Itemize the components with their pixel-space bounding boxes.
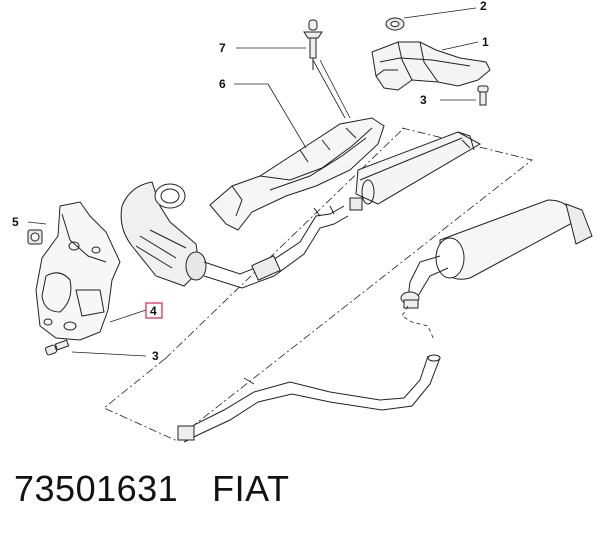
rear-muffler [407, 199, 593, 299]
part-number-caption: 73501631 FIAT [14, 468, 290, 510]
part-4-manifold-heat-shield [35, 201, 121, 341]
part-2-nut [385, 17, 405, 31]
assembly-frame-left [164, 127, 405, 360]
catalytic-converter [120, 181, 207, 287]
callout-3-upper: 3 [420, 93, 427, 107]
callout-2: 2 [480, 0, 487, 13]
callout-4: 4 [150, 304, 157, 318]
part-3-bolt-lower [44, 339, 70, 356]
part-1-heat-shield [371, 41, 491, 91]
callout-5: 5 [12, 215, 19, 229]
part-5-nut [27, 229, 43, 245]
rivet-guide-line [319, 59, 351, 119]
callout-4-highlight-box [145, 302, 163, 319]
leader-lines [27, 7, 479, 357]
rear-hanger-clamp [400, 291, 420, 309]
rear-guide-line [401, 305, 435, 341]
assembly-frame [103, 127, 533, 441]
callout-7: 7 [219, 41, 226, 55]
intermediate-pipe [177, 354, 441, 443]
rivet-guide-line [312, 59, 346, 119]
central-muffler [349, 131, 482, 211]
part-3-bolt-upper [477, 85, 489, 106]
intermediate-guide-line [243, 377, 255, 385]
part-number: 73501631 [14, 468, 179, 509]
callout-1: 1 [482, 35, 489, 49]
callout-6: 6 [219, 77, 226, 91]
front-exhaust-pipe [203, 205, 349, 289]
part-7-rivet [303, 19, 323, 70]
callout-3-lower: 3 [152, 349, 159, 363]
brand-name: FIAT [212, 468, 290, 509]
part-6-tunnel-heat-shield [209, 117, 385, 231]
